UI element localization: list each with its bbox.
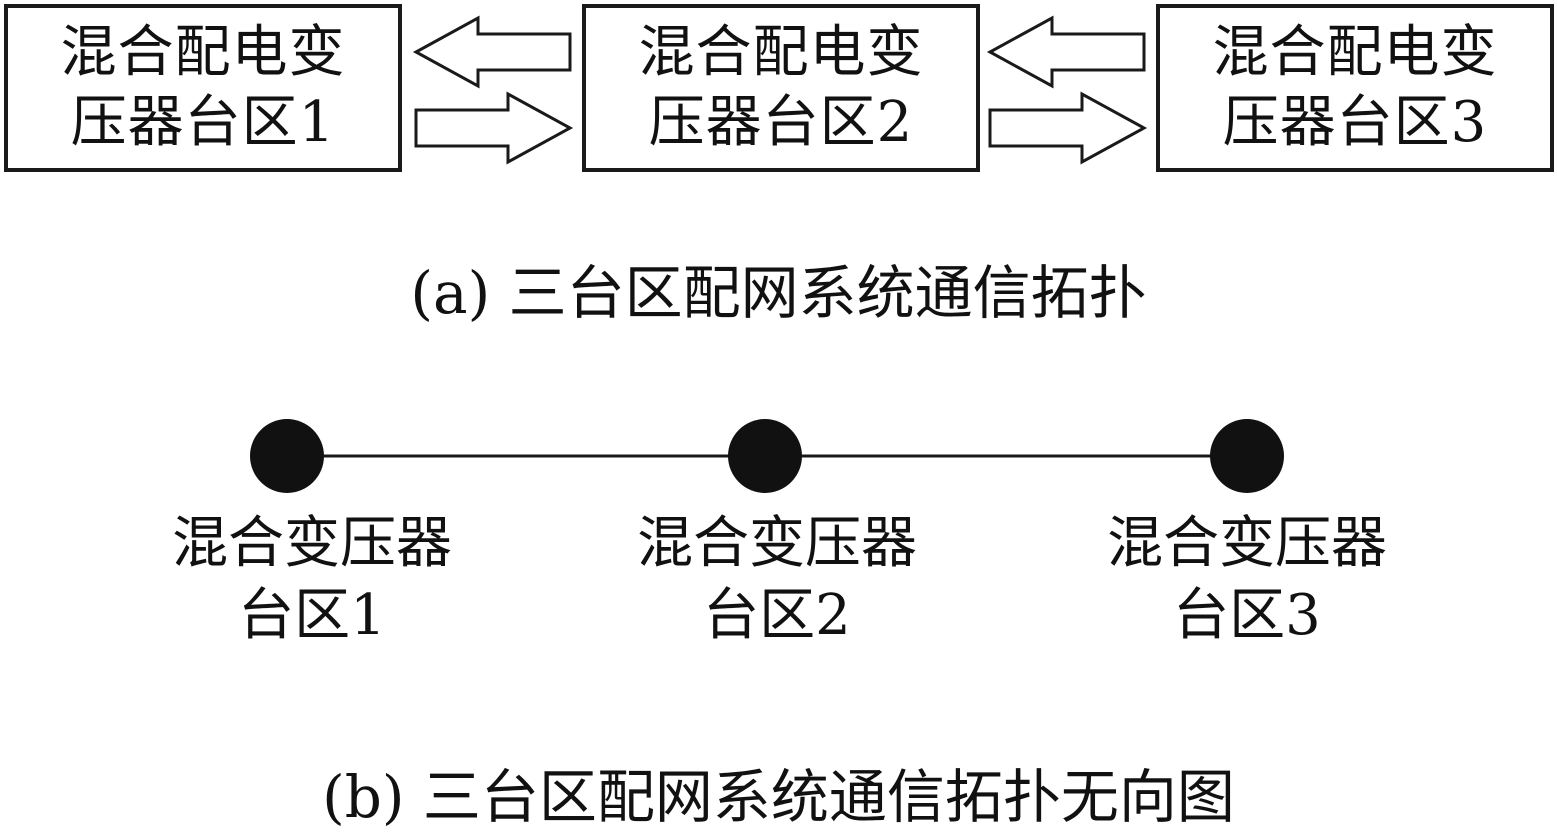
zone-box-2: 混合配电变 压器台区2 bbox=[582, 4, 980, 172]
caption-b: (b) 三台区配网系统通信拓扑无向图 bbox=[322, 763, 1235, 831]
graph-node-2-label-line1: 混合变压器 bbox=[637, 511, 917, 576]
zone-box-2-line2: 压器台区2 bbox=[648, 90, 914, 155]
arrow-left-2-to-1 bbox=[412, 15, 572, 89]
graph-node-3-label: 混合变压器 台区3 bbox=[1057, 508, 1437, 652]
graph-node-3-label-line1: 混合变压器 bbox=[1107, 511, 1387, 576]
arrow-right-1-to-2 bbox=[414, 91, 574, 165]
graph-node-1-label-line2: 台区1 bbox=[238, 583, 386, 648]
graph-node-1-label-line1: 混合变压器 bbox=[172, 511, 452, 576]
zone-box-2-line1: 混合配电变 bbox=[638, 20, 924, 85]
caption-a: (a) 三台区配网系统通信拓扑 bbox=[410, 259, 1147, 327]
graph-node-2-label-line2: 台区2 bbox=[703, 583, 851, 648]
graph-node-3-label-line2: 台区3 bbox=[1173, 583, 1321, 648]
arrow-right-2-to-3 bbox=[988, 91, 1148, 165]
zone-box-1: 混合配电变 压器台区1 bbox=[4, 4, 402, 172]
graph-node-3 bbox=[1210, 419, 1284, 493]
graph-node-2 bbox=[728, 419, 802, 493]
arrow-left-3-to-2 bbox=[986, 15, 1146, 89]
zone-box-3-line1: 混合配电变 bbox=[1212, 20, 1498, 85]
graph-node-1 bbox=[250, 419, 324, 493]
zone-box-3: 混合配电变 压器台区3 bbox=[1156, 4, 1554, 172]
zone-box-3-line2: 压器台区3 bbox=[1222, 90, 1488, 155]
graph-node-2-label: 混合变压器 台区2 bbox=[587, 508, 967, 652]
undirected-graph bbox=[250, 419, 1284, 493]
zone-box-1-line2: 压器台区1 bbox=[70, 90, 336, 155]
zone-box-1-line1: 混合配电变 bbox=[60, 20, 346, 85]
graph-node-1-label: 混合变压器 台区1 bbox=[122, 508, 502, 652]
